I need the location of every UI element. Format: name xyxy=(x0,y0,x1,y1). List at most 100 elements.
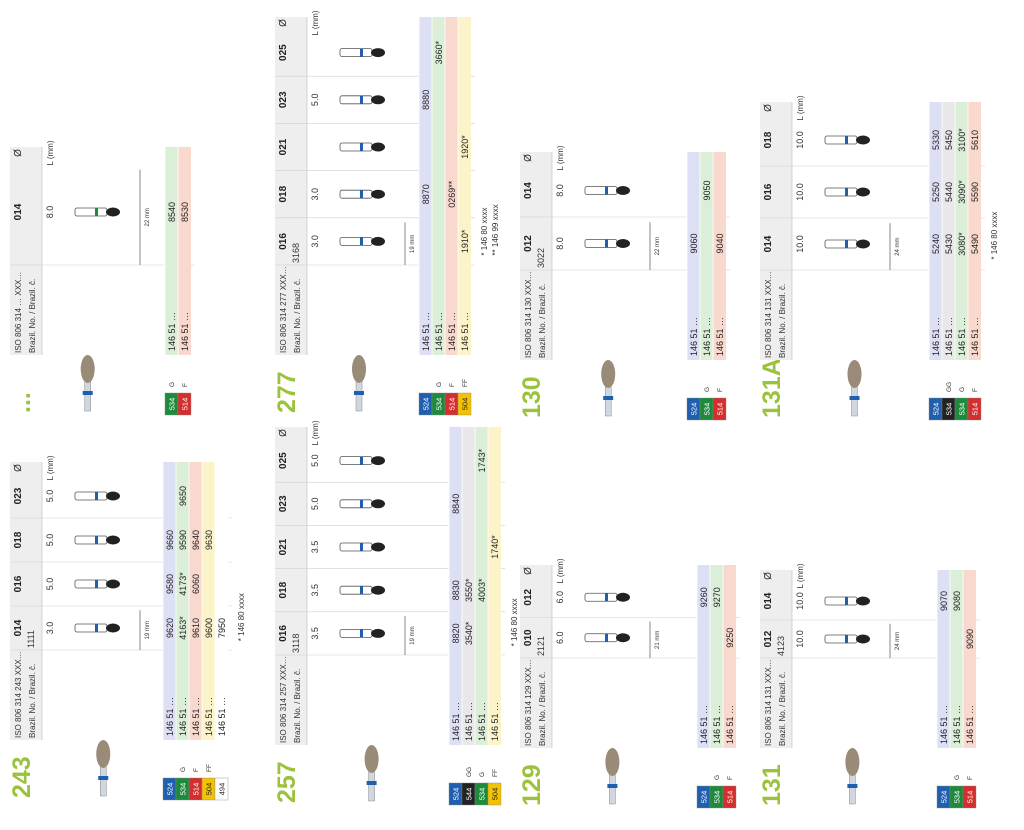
code-prefix: 146 51 … xyxy=(970,317,980,356)
grit-code: 534 xyxy=(168,398,177,411)
code-prefix: 146 51 … xyxy=(460,312,470,351)
bur-head-icon xyxy=(856,634,870,644)
bur-shank-icon xyxy=(824,596,858,606)
size-label: 016 xyxy=(278,233,289,250)
part-number: 3100* xyxy=(957,128,967,152)
size-label: 025 xyxy=(278,452,289,469)
brazil-label: Brazil. No. / Brazil. č. xyxy=(778,672,787,746)
grit-code-box xyxy=(962,785,977,809)
bur-head-icon xyxy=(856,239,870,249)
size-label: 010 xyxy=(523,629,534,646)
part-number: 1920* xyxy=(460,135,470,159)
length-value: 3.0 xyxy=(310,188,320,201)
code-prefix: 146 51 … xyxy=(699,705,709,744)
code-prefix: 146 51 … xyxy=(191,697,201,736)
iso-code: ISO 806 314 … XXX… xyxy=(14,272,23,353)
length-value: 3.0 xyxy=(310,235,320,248)
bur-head-icon xyxy=(616,633,630,643)
product-title: 131 xyxy=(758,764,786,806)
code-prefix: 146 51 … xyxy=(464,702,474,741)
size-label: 016 xyxy=(763,183,774,200)
bur-head-icon xyxy=(616,592,630,602)
code-prefix: 146 51 … xyxy=(165,697,175,736)
part-number: 8830 xyxy=(451,580,461,600)
grit-letter: F xyxy=(182,383,189,387)
code-prefix: 146 51 … xyxy=(702,317,712,356)
grit-code: 534 xyxy=(703,403,712,416)
brazil-label: Brazil. No. / Brazil. č. xyxy=(293,669,302,743)
length-value: 3.0 xyxy=(45,622,55,635)
large-bur-ring-icon xyxy=(354,391,364,395)
part-number: 9640 xyxy=(191,530,201,550)
large-bur-ring-icon xyxy=(847,784,858,788)
diameter-symbol: Ø xyxy=(763,104,774,112)
length-value: 10.0 xyxy=(795,235,805,253)
footnote: * 146 80 xxxx xyxy=(237,593,246,641)
part-number: 5250 xyxy=(931,182,941,202)
grit-code: 514 xyxy=(966,791,975,804)
code-prefix: 146 51 … xyxy=(167,312,177,351)
grit-row xyxy=(432,17,445,355)
grit-row xyxy=(458,17,471,355)
length-value: 5.0 xyxy=(310,94,320,107)
size-label: 018 xyxy=(763,131,774,148)
brazil-number: 3118 xyxy=(291,634,301,653)
bur-head-icon xyxy=(106,623,120,633)
length-label: L (mm) xyxy=(311,420,320,445)
size-label: 025 xyxy=(278,44,289,61)
size-label: 014 xyxy=(763,235,774,252)
bur-ring-icon xyxy=(360,629,363,638)
grit-code: 534 xyxy=(945,403,954,416)
grit-letter: F xyxy=(449,383,456,387)
part-number: 5450 xyxy=(944,130,954,150)
grit-code: 514 xyxy=(192,783,201,796)
large-bur-ring-icon xyxy=(603,396,614,400)
grit-code-box xyxy=(722,785,737,809)
product-title: 130 xyxy=(518,376,546,418)
code-prefix: 146 51 … xyxy=(957,317,967,356)
dimension-label: 21 mm xyxy=(655,631,661,649)
bur-head-icon xyxy=(106,579,120,589)
brazil-number: 3168 xyxy=(291,243,301,263)
code-prefix: 146 51 … xyxy=(715,317,725,356)
part-number: 9630 xyxy=(204,530,214,550)
iso-code: ISO 806 314 257 XXX… xyxy=(279,656,288,743)
grit-code-box xyxy=(457,392,472,416)
bur-ring-icon xyxy=(845,597,848,605)
part-number: 5590 xyxy=(970,182,980,202)
bur-ring-icon xyxy=(360,456,363,465)
size-label: 014 xyxy=(763,592,774,609)
bur-head-icon xyxy=(371,236,385,246)
code-prefix: 146 51 … xyxy=(434,312,444,351)
grit-code: 514 xyxy=(448,398,457,411)
bur-shank-icon xyxy=(339,542,373,552)
dimension-label: 19 mm xyxy=(145,621,151,639)
part-number: 7950 xyxy=(217,618,227,638)
grit-code: 524 xyxy=(422,398,431,411)
part-number: 9040 xyxy=(715,233,725,253)
bur-shank-icon xyxy=(339,456,373,466)
grit-row xyxy=(462,427,475,745)
size-label: 023 xyxy=(13,487,24,504)
iso-code: ISO 806 314 277 XXX… xyxy=(279,266,288,353)
bur-head-icon xyxy=(106,535,120,545)
large-bur-ring-icon xyxy=(82,391,93,395)
product-title: 129 xyxy=(518,764,546,806)
grit-code: 504 xyxy=(491,788,500,801)
code-prefix: 146 51 … xyxy=(490,702,500,741)
size-label: 012 xyxy=(523,235,534,252)
code-prefix: 146 51 … xyxy=(421,312,431,351)
code-prefix: 146 51 … xyxy=(180,312,190,351)
bur-ring-icon xyxy=(845,188,848,196)
dimension-label: 19 mm xyxy=(410,235,416,253)
bur-shank-icon xyxy=(339,585,373,595)
grit-code: 534 xyxy=(713,791,722,804)
bur-shank-icon xyxy=(74,579,108,589)
part-number: 3550* xyxy=(464,578,474,602)
part-number: 8540 xyxy=(167,202,177,222)
grit-row xyxy=(163,462,176,740)
grit-letter: FF xyxy=(462,379,469,387)
grit-letter: F xyxy=(972,388,979,392)
part-number: 5440 xyxy=(944,182,954,202)
